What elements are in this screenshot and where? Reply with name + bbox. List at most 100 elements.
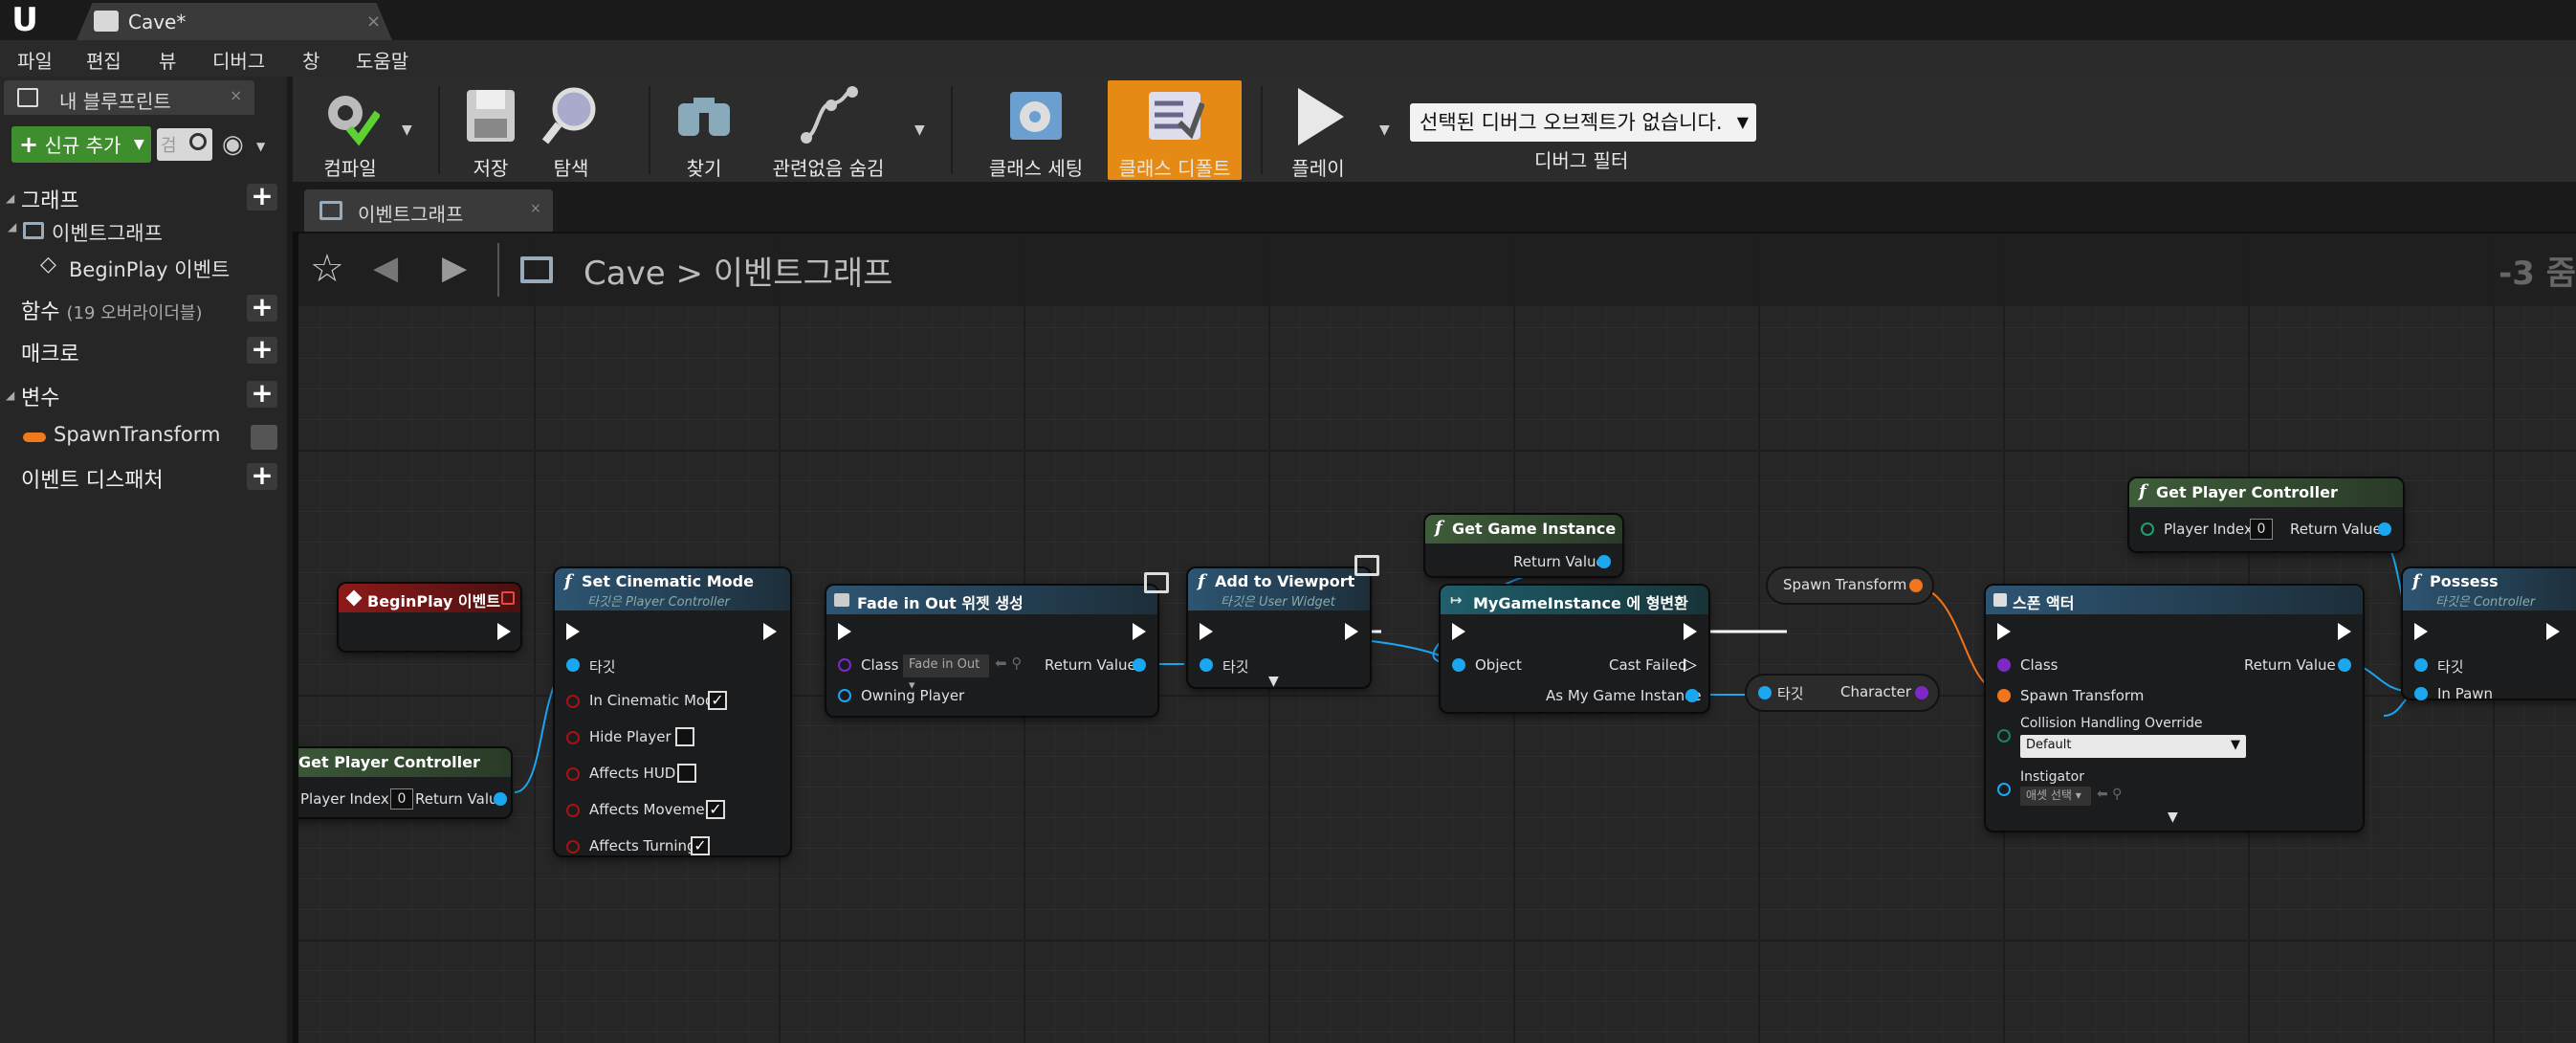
my-blueprint-tab[interactable]: 내 블루프린트 × <box>4 80 254 115</box>
class-defaults-button[interactable]: 클래스 디폴트 <box>1108 80 1242 180</box>
player-index-field[interactable]: 0 <box>2250 519 2273 540</box>
checkbox-in-cinematic-mode[interactable]: ✓ <box>708 691 727 710</box>
owning-player-pin[interactable] <box>838 689 851 702</box>
add-function-button[interactable]: + <box>247 294 277 322</box>
node-possess[interactable]: f Possess 타깃은 Controller 타깃 In Pawn <box>2403 568 2576 702</box>
eye-icon[interactable]: ◉ <box>222 130 244 159</box>
node-cast-to-my-game-instance[interactable]: ↦ MyGameInstance 에 형변환 Object Cast Faile… <box>1441 586 1708 712</box>
menu-file[interactable]: 파일 <box>17 50 53 73</box>
browse-asset-icon[interactable]: ⬅ ⚲ <box>2097 787 2123 802</box>
class-pin[interactable] <box>1997 658 2011 672</box>
play-options-chevron-icon[interactable]: ▼ <box>1379 122 1390 138</box>
exec-in-pin[interactable] <box>1452 623 1465 640</box>
target-pin[interactable] <box>566 658 580 672</box>
checkbox-affects-movement[interactable]: ✓ <box>706 800 725 819</box>
bool-pin[interactable] <box>566 804 580 817</box>
back-arrow-icon[interactable]: ◀ <box>373 249 399 287</box>
checkbox-affects-hud[interactable] <box>677 764 696 783</box>
add-dispatcher-button[interactable]: + <box>247 462 277 490</box>
node-get-player-controller-2[interactable]: f Get Player Controller Player Index 0 R… <box>2129 478 2403 551</box>
tab-event-graph[interactable]: 이벤트그래프 × <box>304 189 553 232</box>
checkbox-hide-player[interactable] <box>675 727 694 746</box>
instigator-select[interactable]: 애셋 선택 ▾ <box>2020 787 2091 806</box>
begin-play-item[interactable]: BeginPlay 이벤트 <box>69 258 231 281</box>
expand-arrow-icon[interactable]: ▼ <box>2168 810 2178 825</box>
exec-out-pin[interactable] <box>763 623 777 640</box>
add-variable-button[interactable]: + <box>247 380 277 408</box>
breadcrumb-root[interactable]: Cave <box>583 255 666 293</box>
player-index-field[interactable]: 0 <box>390 788 413 810</box>
add-new-button[interactable]: + 신규 추가▼ <box>11 126 151 163</box>
menu-window[interactable]: 창 <box>302 50 320 73</box>
transform-out-pin[interactable] <box>1909 579 1923 592</box>
exec-in-pin[interactable] <box>1997 623 2011 640</box>
exec-in-pin[interactable] <box>1200 623 1213 640</box>
transform-pin[interactable] <box>1997 689 2011 702</box>
compile-options-chevron-icon[interactable]: ▼ <box>402 122 412 138</box>
target-pin[interactable] <box>1200 658 1213 672</box>
graph-canvas[interactable]: ☆ ◀ ▶ Cave > 이벤트그래프 -3 줌 BeginPlay 이벤트 G… <box>298 232 2576 1043</box>
character-pin[interactable] <box>1915 686 1928 699</box>
hide-unrelated-button[interactable]: 관련없음 숨김 <box>761 80 895 180</box>
close-panel-icon[interactable]: × <box>230 86 243 104</box>
expand-triangle-icon[interactable]: ◢ <box>6 388 15 402</box>
variable-spawn-transform[interactable]: SpawnTransform <box>54 423 221 446</box>
enum-pin[interactable] <box>1997 729 2011 743</box>
checkbox-affects-turning[interactable]: ✓ <box>691 836 710 855</box>
node-get-game-instance[interactable]: f Get Game Instance Return Value <box>1425 515 1622 576</box>
node-get-player-controller[interactable]: Get Player Controller Player Index 0 Ret… <box>298 748 511 817</box>
node-create-widget[interactable]: Fade in Out 위젯 생성 Class Fade in Out ▾ ⬅ … <box>826 586 1157 716</box>
exec-out-pin[interactable] <box>1345 623 1358 640</box>
exec-out-pin[interactable] <box>2546 623 2560 640</box>
node-begin-play[interactable]: BeginPlay 이벤트 <box>339 584 520 651</box>
document-tab[interactable]: Cave* × <box>77 3 392 40</box>
breadcrumb-graph[interactable]: 이벤트그래프 <box>713 255 893 293</box>
variables-section[interactable]: ◢ 변수 + <box>0 375 287 413</box>
chevron-down-icon[interactable]: ▼ <box>256 140 266 153</box>
debug-object-select[interactable]: 선택된 디버그 오브젝트가 없습니다.▼ <box>1410 103 1756 142</box>
star-icon[interactable]: ☆ <box>310 247 344 291</box>
return-value-pin[interactable] <box>2378 522 2391 536</box>
exec-out-pin[interactable] <box>1684 623 1697 640</box>
instigator-pin[interactable] <box>1997 783 2011 796</box>
exec-out-pin[interactable] <box>1133 623 1146 640</box>
player-index-pin[interactable] <box>2141 522 2154 536</box>
as-game-instance-pin[interactable] <box>1685 689 1699 702</box>
node-set-cinematic-mode[interactable]: f Set Cinematic Mode 타깃은 Player Controll… <box>555 568 790 855</box>
browse-button[interactable]: 탐색 <box>538 80 605 180</box>
target-pin[interactable] <box>1758 686 1772 699</box>
close-tab-icon[interactable]: × <box>530 201 541 216</box>
in-pawn-pin[interactable] <box>2414 687 2428 700</box>
event-graph-item[interactable]: 이벤트그래프 <box>52 222 163 245</box>
collision-select[interactable]: Default▼ <box>2020 735 2246 758</box>
bool-pin[interactable] <box>566 731 580 744</box>
object-pin[interactable] <box>1452 658 1465 672</box>
graphs-section[interactable]: ◢ 그래프 + <box>0 178 287 216</box>
dispatchers-section[interactable]: 이벤트 디스패처 + <box>0 457 287 496</box>
browse-asset-icon[interactable]: ⬅ ⚲ <box>995 655 1023 672</box>
node-get-character[interactable]: 타깃 Character <box>1747 676 1938 710</box>
return-value-pin[interactable] <box>1597 555 1611 568</box>
exec-in-pin[interactable] <box>838 623 851 640</box>
search-input[interactable]: 검 <box>157 128 212 161</box>
node-spawn-transform-getter[interactable]: Spawn Transform <box>1768 568 1932 603</box>
class-settings-button[interactable]: 클래스 세팅 <box>974 80 1098 180</box>
bool-pin[interactable] <box>566 767 580 781</box>
class-select[interactable]: Fade in Out ▾ <box>903 655 989 693</box>
hide-unrelated-chevron-icon[interactable]: ▼ <box>914 122 925 138</box>
play-button[interactable]: 플레이 <box>1280 80 1356 180</box>
close-tab-icon[interactable]: × <box>366 11 382 32</box>
exec-in-pin[interactable] <box>566 623 580 640</box>
return-value-pin[interactable] <box>1133 658 1146 672</box>
forward-arrow-icon[interactable]: ▶ <box>442 249 468 287</box>
save-button[interactable]: 저장 <box>457 80 524 180</box>
menu-view[interactable]: 뷰 <box>159 50 177 73</box>
delegate-pin[interactable] <box>501 591 515 605</box>
class-pin[interactable] <box>838 658 851 672</box>
expand-triangle-icon[interactable]: ◢ <box>6 191 15 205</box>
add-macro-button[interactable]: + <box>247 336 277 364</box>
return-value-pin[interactable] <box>2338 658 2351 672</box>
target-pin[interactable] <box>2414 658 2428 672</box>
functions-section[interactable]: 함수 (19 오버라이더블) + <box>0 289 287 327</box>
exec-out-pin[interactable] <box>497 623 511 640</box>
